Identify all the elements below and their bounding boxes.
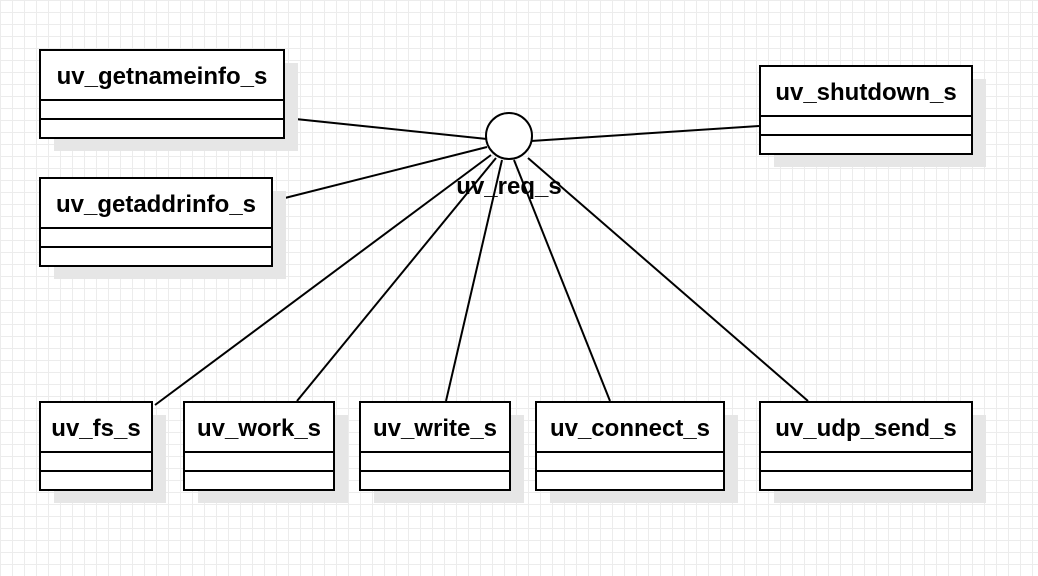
connector-getaddrinfo bbox=[272, 146, 488, 202]
class-uv-fs[interactable]: uv_fs_s bbox=[39, 401, 166, 503]
class-name: uv_fs_s bbox=[51, 415, 140, 442]
class-uv-udp-send[interactable]: uv_udp_send_s bbox=[759, 401, 986, 503]
class-name: uv_work_s bbox=[197, 415, 321, 442]
class-uv-getaddrinfo[interactable]: uv_getaddrinfo_s bbox=[39, 177, 286, 279]
class-name: uv_udp_send_s bbox=[775, 415, 956, 442]
class-name: uv_getnameinfo_s bbox=[57, 63, 268, 90]
class-uv-connect[interactable]: uv_connect_s bbox=[535, 401, 738, 503]
connector-shutdown bbox=[530, 125, 760, 142]
class-uv-write[interactable]: uv_write_s bbox=[359, 401, 524, 503]
class-uv-getnameinfo[interactable]: uv_getnameinfo_s bbox=[39, 49, 298, 151]
connector-fs bbox=[154, 154, 492, 406]
interface-circle[interactable] bbox=[485, 112, 533, 160]
class-uv-work[interactable]: uv_work_s bbox=[183, 401, 348, 503]
interface-label: uv_req_s bbox=[456, 173, 561, 200]
connector-work bbox=[296, 157, 497, 402]
class-name: uv_write_s bbox=[373, 415, 497, 442]
connector-udp-send bbox=[527, 157, 809, 402]
class-uv-shutdown[interactable]: uv_shutdown_s bbox=[759, 65, 986, 167]
class-name: uv_getaddrinfo_s bbox=[56, 191, 256, 218]
connector-connect bbox=[513, 159, 611, 402]
connector-write bbox=[445, 159, 503, 402]
class-name: uv_shutdown_s bbox=[775, 79, 956, 106]
connectors bbox=[154, 117, 809, 406]
interface-node[interactable]: uv_req_s bbox=[456, 112, 562, 200]
class-name: uv_connect_s bbox=[550, 415, 710, 442]
connector-getnameinfo bbox=[285, 117, 488, 140]
